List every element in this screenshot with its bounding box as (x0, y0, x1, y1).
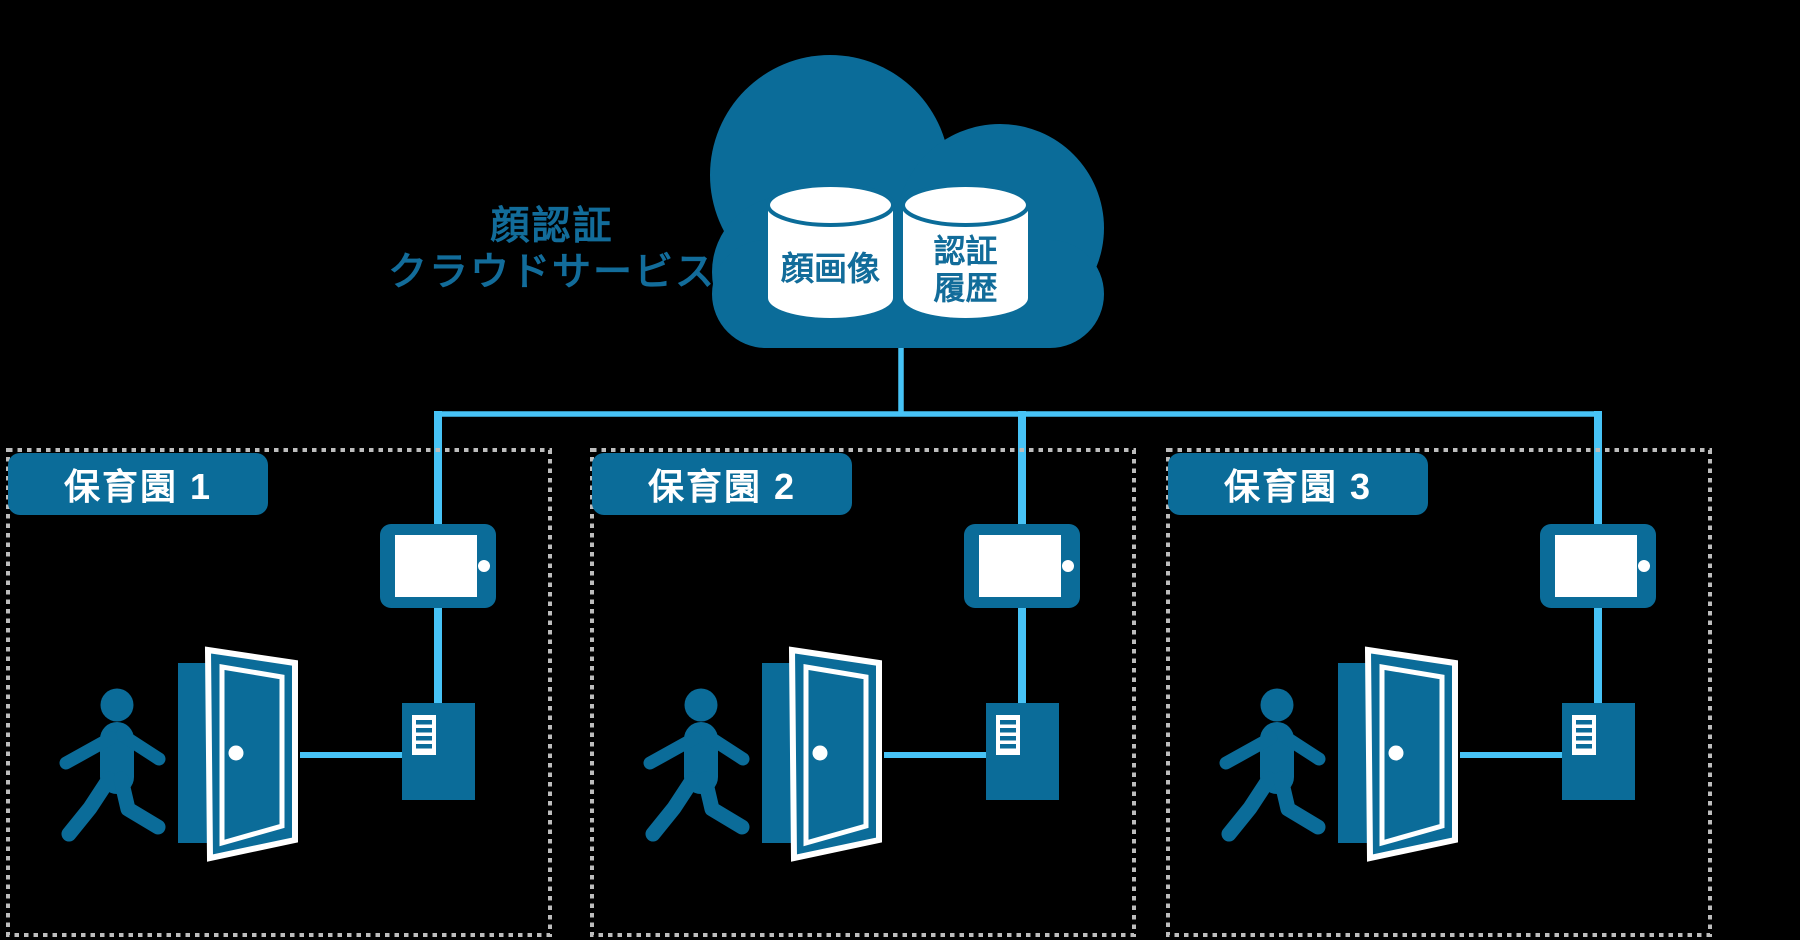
site-1-person-icon (66, 689, 159, 835)
cloud-service-label-line2: クラウドサービス (387, 251, 716, 294)
face-image-db-label-text: 顔画像 (781, 250, 880, 287)
site-2 (590, 448, 1136, 937)
cloud-service-label-line1: 顔認証 (490, 205, 614, 248)
auth-history-db-label-line2: 履歴 (933, 270, 998, 306)
site-label-1: 保育園 1 (8, 453, 268, 515)
site-3-person-icon (1226, 689, 1319, 835)
site-label-1-text: 保育園 1 (63, 466, 213, 507)
site-3-door-controller-icon (1562, 703, 1635, 800)
site-1 (6, 448, 552, 937)
site-label-3: 保育園 3 (1168, 453, 1428, 515)
face-image-db-label: 顔画像 (768, 250, 893, 288)
site-label-2: 保育園 2 (592, 453, 852, 515)
site-1-tablet-icon (380, 524, 496, 608)
auth-history-db-label-line1: 認証 (933, 233, 998, 269)
auth-history-db-label: 認証 履歴 (903, 233, 1028, 307)
site-2-person-icon (650, 689, 743, 835)
site-1-door-controller-icon (402, 703, 475, 800)
site-1-door-icon (178, 650, 295, 858)
site-label-3-text: 保育園 3 (1223, 466, 1373, 507)
site-3 (1166, 448, 1712, 937)
site-2-tablet-icon (964, 524, 1080, 608)
site-2-door-controller-icon (986, 703, 1059, 800)
site-label-2-text: 保育園 2 (647, 466, 797, 507)
site-3-door-icon (1338, 650, 1455, 858)
cloud-service-label: 顔認証 クラウドサービス (352, 204, 752, 296)
site-3-tablet-icon (1540, 524, 1656, 608)
cloud-icon (710, 55, 1104, 348)
site-2-door-icon (762, 650, 879, 858)
